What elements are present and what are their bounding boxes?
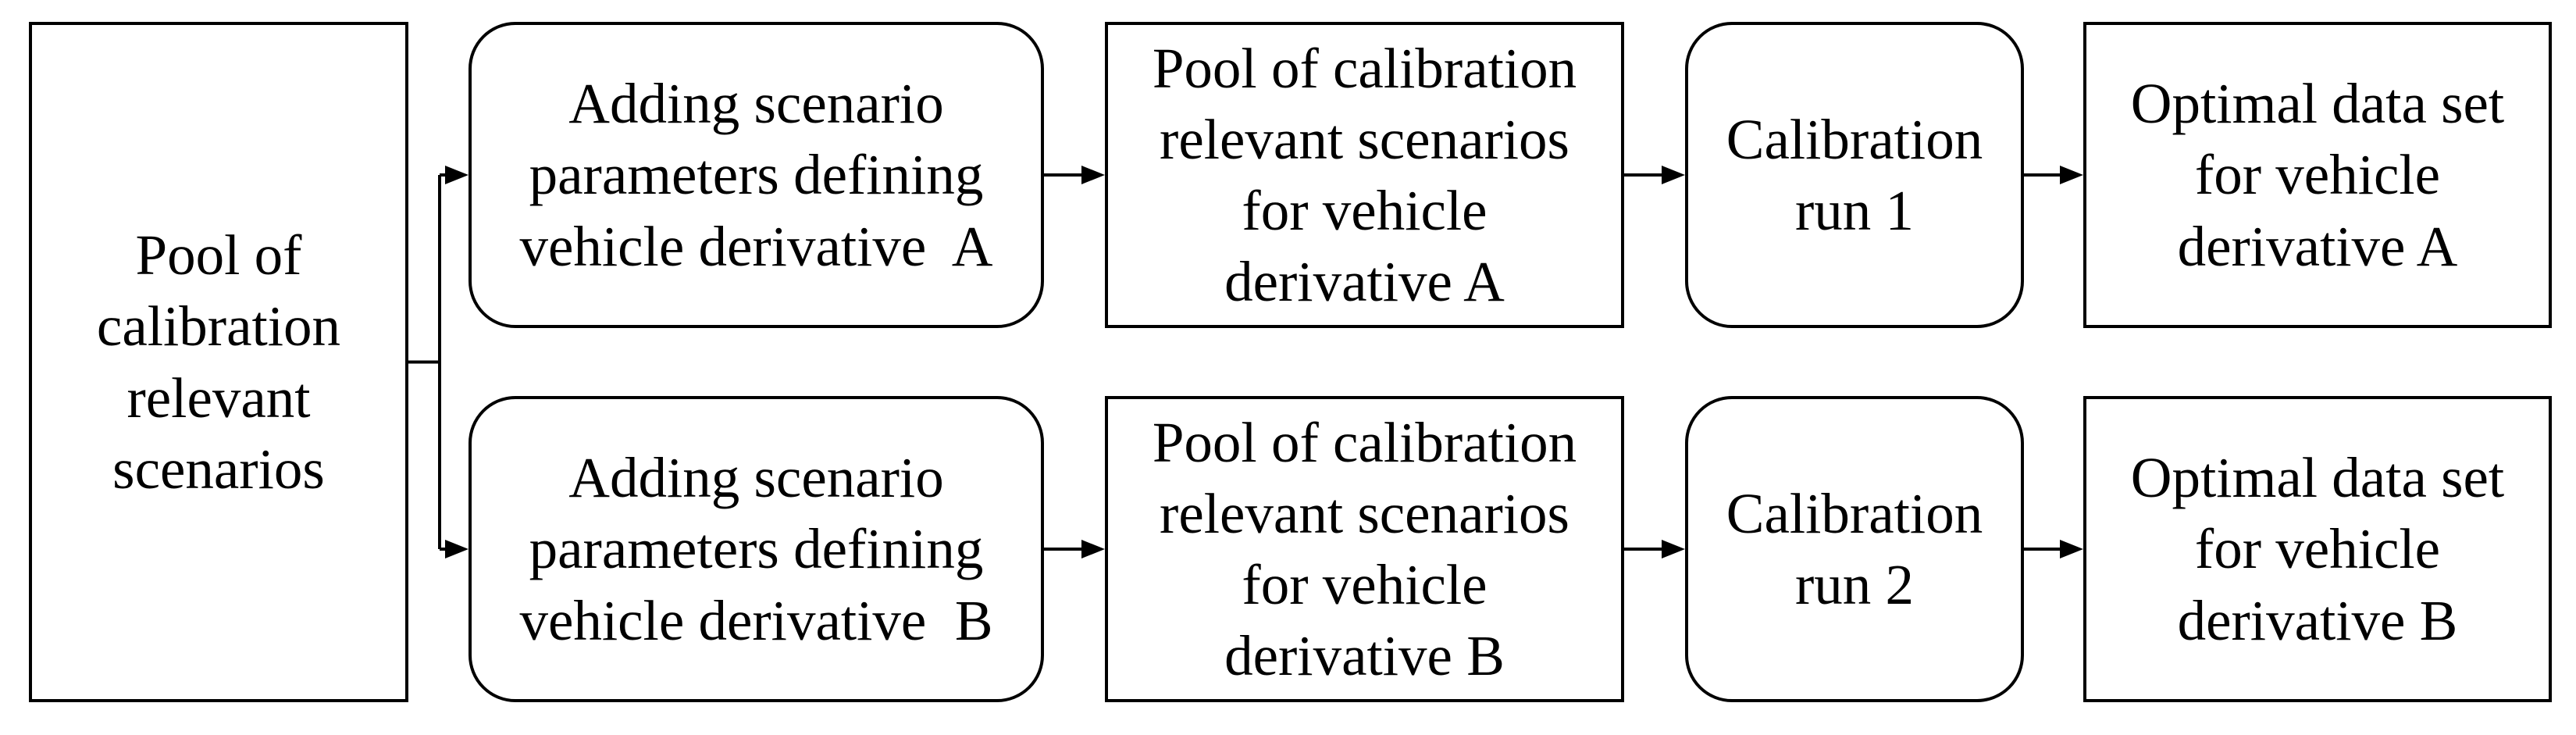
arrowhead: [2060, 166, 2083, 184]
arrowhead: [1662, 540, 1685, 558]
arrowhead: [1081, 540, 1105, 558]
node-label: Optimal data set for vehicle derivative …: [2130, 72, 2505, 278]
arrowhead: [2060, 540, 2083, 558]
node-pool-scenarios-derivative-a: Pool of calibration relevant scenarios f…: [1105, 22, 1624, 328]
connector-add-b-to-pool-b: [1044, 540, 1105, 558]
connector-add-a-to-pool-a: [1044, 166, 1105, 184]
connector-pool-to-add-b: [440, 540, 469, 558]
node-optimal-data-set-derivative-b: Optimal data set for vehicle derivative …: [2083, 396, 2552, 702]
connector-pool-to-add-a: [440, 166, 469, 184]
connector-run-1-to-opt-a: [2024, 166, 2083, 184]
connector-pool-b-to-run-2: [1624, 540, 1685, 558]
node-calibration-run-2: Calibration run 2: [1685, 396, 2024, 702]
connector-run-2-to-opt-b: [2024, 540, 2083, 558]
node-calibration-run-1: Calibration run 1: [1685, 22, 2024, 328]
node-optimal-data-set-derivative-a: Optimal data set for vehicle derivative …: [2083, 22, 2552, 328]
connector-pool-split: [408, 175, 441, 549]
node-pool-scenarios-derivative-b: Pool of calibration relevant scenarios f…: [1105, 396, 1624, 702]
arrowhead: [445, 540, 469, 558]
node-label: Adding scenario parameters defining vehi…: [519, 72, 993, 278]
arrowhead: [1662, 166, 1685, 184]
node-label: Calibration run 1: [1726, 107, 1983, 242]
node-label: Pool of calibration relevant scenarios: [96, 223, 341, 501]
node-label: Optimal data set for vehicle derivative …: [2130, 446, 2505, 652]
node-label: Pool of calibration relevant scenarios f…: [1152, 36, 1577, 314]
arrowhead: [445, 166, 469, 184]
node-label: Calibration run 2: [1726, 481, 1983, 616]
node-label: Adding scenario parameters defining vehi…: [519, 446, 993, 652]
node-label: Pool of calibration relevant scenarios f…: [1152, 410, 1577, 688]
node-adding-scenario-parameters-derivative-b: Adding scenario parameters defining vehi…: [469, 396, 1044, 702]
node-adding-scenario-parameters-derivative-a: Adding scenario parameters defining vehi…: [469, 22, 1044, 328]
node-pool-of-calibration-relevant-scenarios: Pool of calibration relevant scenarios: [29, 22, 408, 702]
connector-pool-a-to-run-1: [1624, 166, 1685, 184]
arrowhead: [1081, 166, 1105, 184]
